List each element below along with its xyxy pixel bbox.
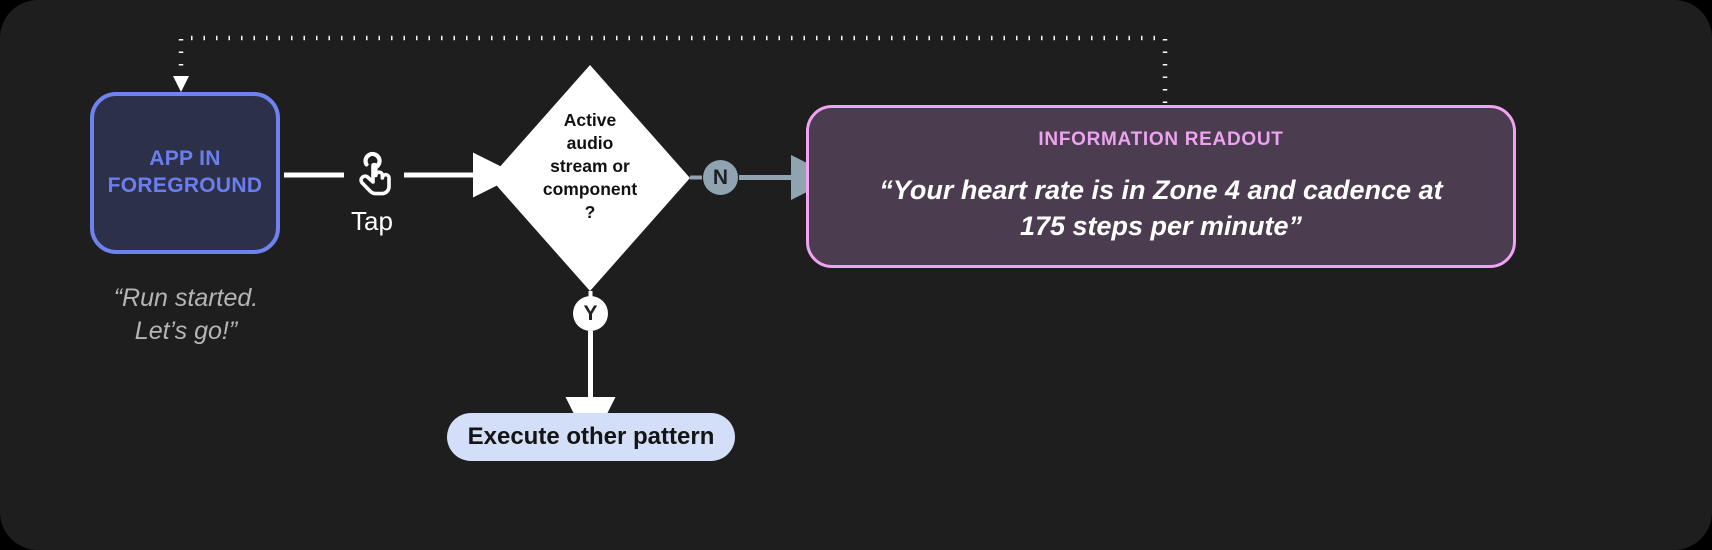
decision-node-label: Active audio stream or component ? — [542, 110, 638, 223]
node-information-readout[interactable]: INFORMATION READOUT “Your heart rate is … — [806, 105, 1516, 268]
readout-title: INFORMATION READOUT — [1038, 128, 1284, 150]
app-node-label: APP IN FOREGROUND — [107, 147, 263, 197]
readout-body-text: “Your heart rate is in Zone 4 and cadenc… — [879, 174, 1443, 241]
tap-gesture-label: Tap — [351, 206, 393, 236]
node-execute-other-pattern[interactable]: Execute other pattern — [447, 413, 735, 461]
node-decision-active-audio[interactable]: Active audio stream or component ? — [490, 65, 690, 291]
branch-badge-yes: Y — [573, 296, 608, 331]
node-app-in-foreground[interactable]: APP IN FOREGROUND — [90, 92, 280, 254]
branch-badge-no: N — [703, 160, 738, 195]
tap-hand-icon — [346, 148, 400, 202]
diamond-shape-icon — [490, 65, 690, 291]
app-node-caption: “Run started. Let’s go!” — [113, 284, 259, 345]
feedback-arrowhead-icon — [173, 76, 189, 92]
execute-pill-label: Execute other pattern — [467, 423, 715, 450]
